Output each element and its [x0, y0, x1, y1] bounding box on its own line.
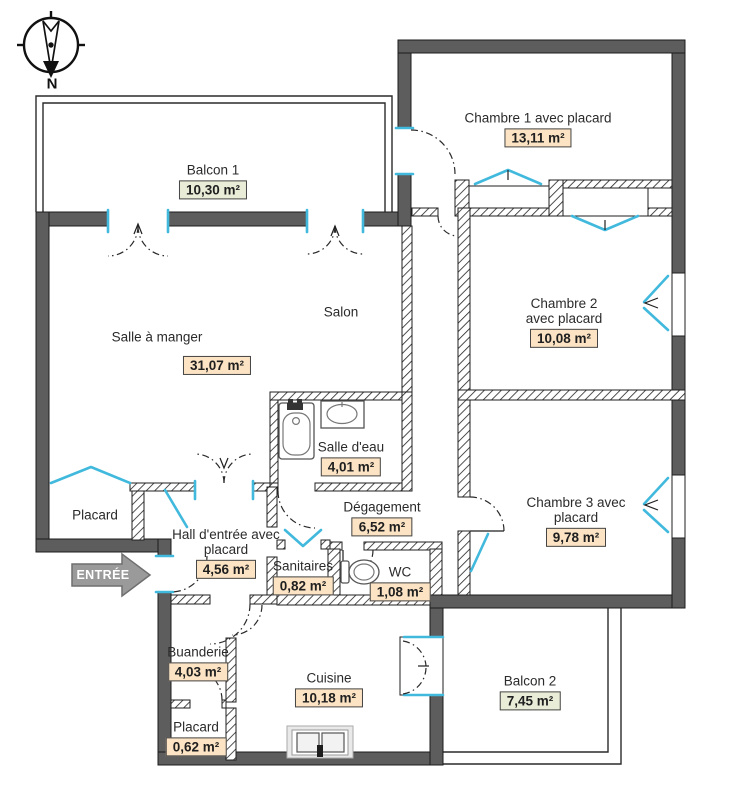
room-label-balcon-1: Balcon 1 10,30 m² [178, 162, 248, 200]
room-name: Dégagement [343, 499, 421, 515]
room-label-sanitaires: Sanitaires 0,82 m² [272, 558, 334, 596]
room-label-chambre-3: Chambre 3 avec placard 9,78 m² [526, 494, 626, 548]
fixtures [278, 399, 380, 759]
room-name: Placard [173, 719, 219, 735]
compass-north-label: N [46, 75, 58, 93]
room-label-buanderie: Buanderie 4,03 m² [167, 644, 229, 682]
room-label-hall-d-entree: Hall d'entrée avec placard 4,56 m² [167, 526, 285, 580]
room-label-balcon-2: Balcon 2 7,45 m² [499, 673, 561, 711]
area-badge: 31,07 m² [182, 355, 252, 376]
room-name: Buanderie [167, 644, 229, 660]
room-label-salle-a-manger: Salle à manger [112, 329, 203, 344]
balcony-outlines [35, 95, 622, 765]
room-name: Salle d'eau [317, 439, 385, 455]
room-label-cuisine: Cuisine 10,18 m² [294, 670, 364, 708]
area-badge: 4,01 m² [320, 457, 382, 477]
room-label-salon: Salon [324, 304, 359, 319]
room-name: Chambre 2 avec placard [525, 295, 603, 326]
room-label-placard-buanderie: Placard 0,62 m² [165, 719, 227, 757]
room-name: Hall d'entrée avec placard [172, 526, 280, 557]
room-name: Chambre 1 avec placard [464, 110, 612, 126]
washbasin-icon [320, 400, 365, 429]
area-badge: 0,82 m² [272, 576, 334, 596]
area-badge: 13,11 m² [504, 128, 572, 148]
area-label-salle-a-manger: 31,07 m² [182, 353, 252, 376]
room-label-salle-d-eau: Salle d'eau 4,01 m² [317, 439, 385, 477]
interior-walls [129, 179, 686, 761]
room-label-degagement: Dégagement 6,52 m² [343, 499, 421, 537]
door-leaf-marks [133, 170, 659, 667]
room-name: Chambre 3 avec placard [526, 494, 626, 525]
room-name: Cuisine [306, 670, 352, 686]
room-name: WC [388, 564, 412, 580]
room-name: Salle à manger [111, 329, 203, 345]
entrance-label: ENTRÉE [76, 568, 130, 582]
area-badge: 6,52 m² [351, 517, 413, 537]
entrance-arrow-icon [71, 552, 152, 598]
area-badge: 9,78 m² [545, 528, 607, 548]
area-badge: 10,08 m² [529, 329, 599, 349]
area-badge: 4,03 m² [167, 662, 229, 682]
room-label-wc: WC 1,08 m² [369, 564, 431, 602]
room-name: Sanitaires [272, 558, 334, 574]
kitchen-sink-icon [286, 725, 354, 759]
exterior-walls [35, 39, 686, 766]
room-name: Salon [323, 304, 359, 320]
room-name: Balcon 2 [503, 673, 557, 689]
room-name: Placard [72, 507, 118, 523]
room-label-chambre-2: Chambre 2 avec placard 10,08 m² [518, 295, 610, 349]
room-label-chambre-1: Chambre 1 avec placard 13,11 m² [464, 110, 612, 148]
area-badge: 4,56 m² [195, 560, 257, 580]
toilet-icon [340, 559, 380, 585]
wall-recesses [399, 185, 686, 696]
compass-icon [17, 11, 85, 78]
area-badge: 10,30 m² [178, 180, 248, 200]
area-badge: 10,18 m² [294, 688, 364, 708]
bathtub-icon [278, 399, 315, 460]
room-label-placard-salon: Placard [72, 507, 118, 522]
area-badge: 0,62 m² [165, 737, 227, 757]
area-badge: 1,08 m² [369, 582, 431, 602]
room-name: Balcon 1 [186, 162, 240, 178]
area-badge: 7,45 m² [499, 691, 561, 711]
